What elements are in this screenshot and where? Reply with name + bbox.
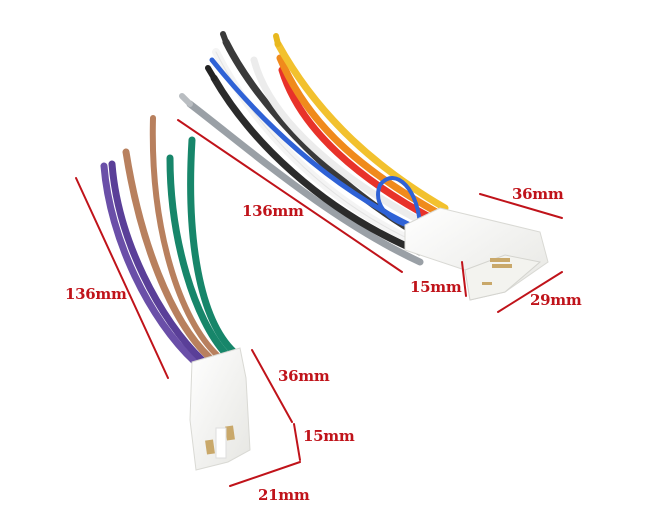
large-harness-wires	[179, 31, 449, 266]
small-connector	[189, 347, 251, 471]
dim-line-small-length	[75, 177, 169, 379]
dim-line-large-width	[479, 193, 563, 219]
dim-line-small-height	[293, 423, 301, 461]
small-width-label: 36mm	[278, 367, 330, 385]
dimension-lines	[75, 119, 563, 487]
large-width-label: 36mm	[512, 185, 564, 203]
dim-line-small-depth	[229, 461, 301, 487]
large-height-label: 15mm	[410, 278, 462, 296]
small-height-label: 15mm	[303, 427, 355, 445]
dim-line-large-length	[177, 119, 403, 273]
large-depth-label: 29mm	[530, 291, 582, 309]
dim-line-large-depth	[497, 271, 563, 313]
small-length-label: 136mm	[65, 285, 127, 303]
large-connector	[404, 207, 549, 301]
small-harness-wires	[100, 115, 238, 366]
large-length-label: 136mm	[242, 202, 304, 220]
dim-line-large-height	[461, 261, 467, 297]
dim-line-small-width	[251, 349, 293, 423]
small-depth-label: 21mm	[258, 486, 310, 504]
